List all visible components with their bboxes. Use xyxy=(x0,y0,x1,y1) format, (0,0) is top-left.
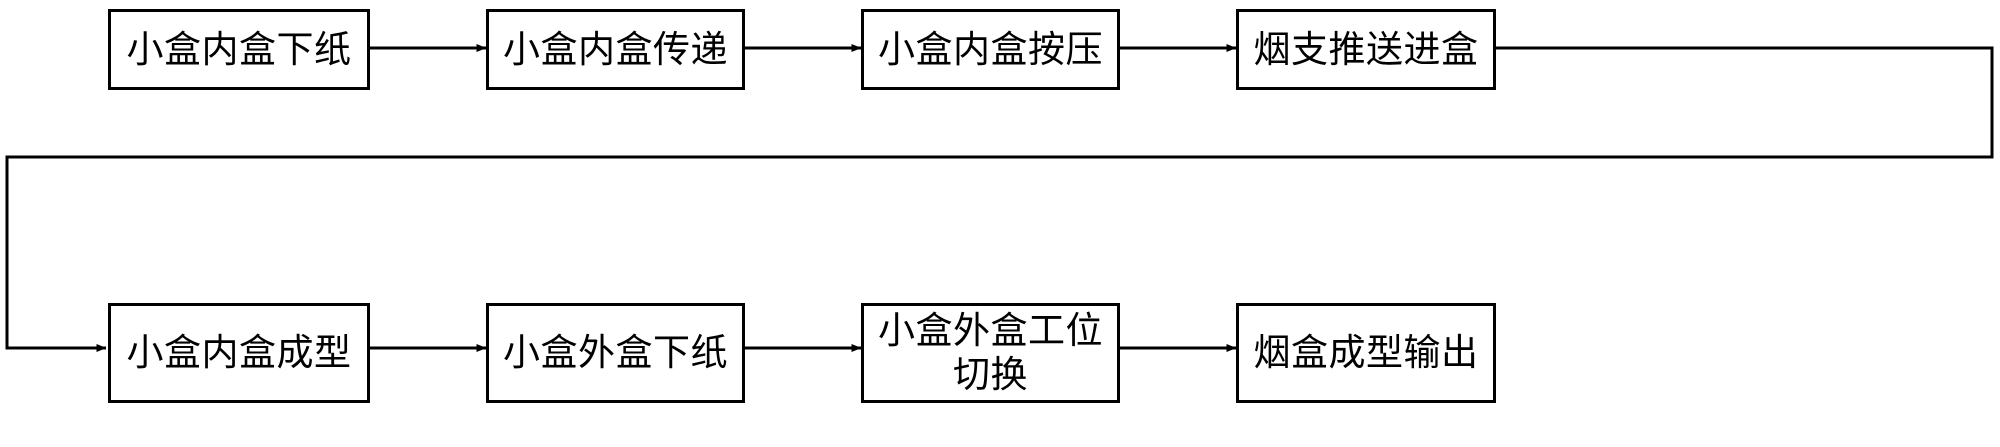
process-node-烟盒成型输出[interactable]: 烟盒成型输出 xyxy=(1236,303,1496,403)
node-label: 小盒内盒传递 xyxy=(503,27,728,71)
node-label: 烟盒成型输出 xyxy=(1253,331,1479,375)
node-label: 小盒外盒工位 切换 xyxy=(878,309,1103,396)
node-label: 小盒外盒下纸 xyxy=(503,331,728,375)
node-label: 小盒内盒成型 xyxy=(126,331,352,375)
process-node-小盒外盒下纸[interactable]: 小盒外盒下纸 xyxy=(486,303,745,403)
process-node-小盒内盒成型[interactable]: 小盒内盒成型 xyxy=(108,303,370,403)
process-node-小盒内盒按压[interactable]: 小盒内盒按压 xyxy=(861,9,1120,90)
node-label: 烟支推送进盒 xyxy=(1253,27,1479,71)
process-node-烟支推送进盒[interactable]: 烟支推送进盒 xyxy=(1236,9,1496,90)
edge-n4-n5 xyxy=(5,46,1994,352)
process-node-小盒内盒下纸[interactable]: 小盒内盒下纸 xyxy=(108,9,370,90)
process-node-小盒外盒工位切换[interactable]: 小盒外盒工位 切换 xyxy=(861,303,1120,403)
process-node-小盒内盒传递[interactable]: 小盒内盒传递 xyxy=(486,9,745,90)
node-label: 小盒内盒下纸 xyxy=(126,27,352,71)
node-label: 小盒内盒按压 xyxy=(878,27,1103,71)
